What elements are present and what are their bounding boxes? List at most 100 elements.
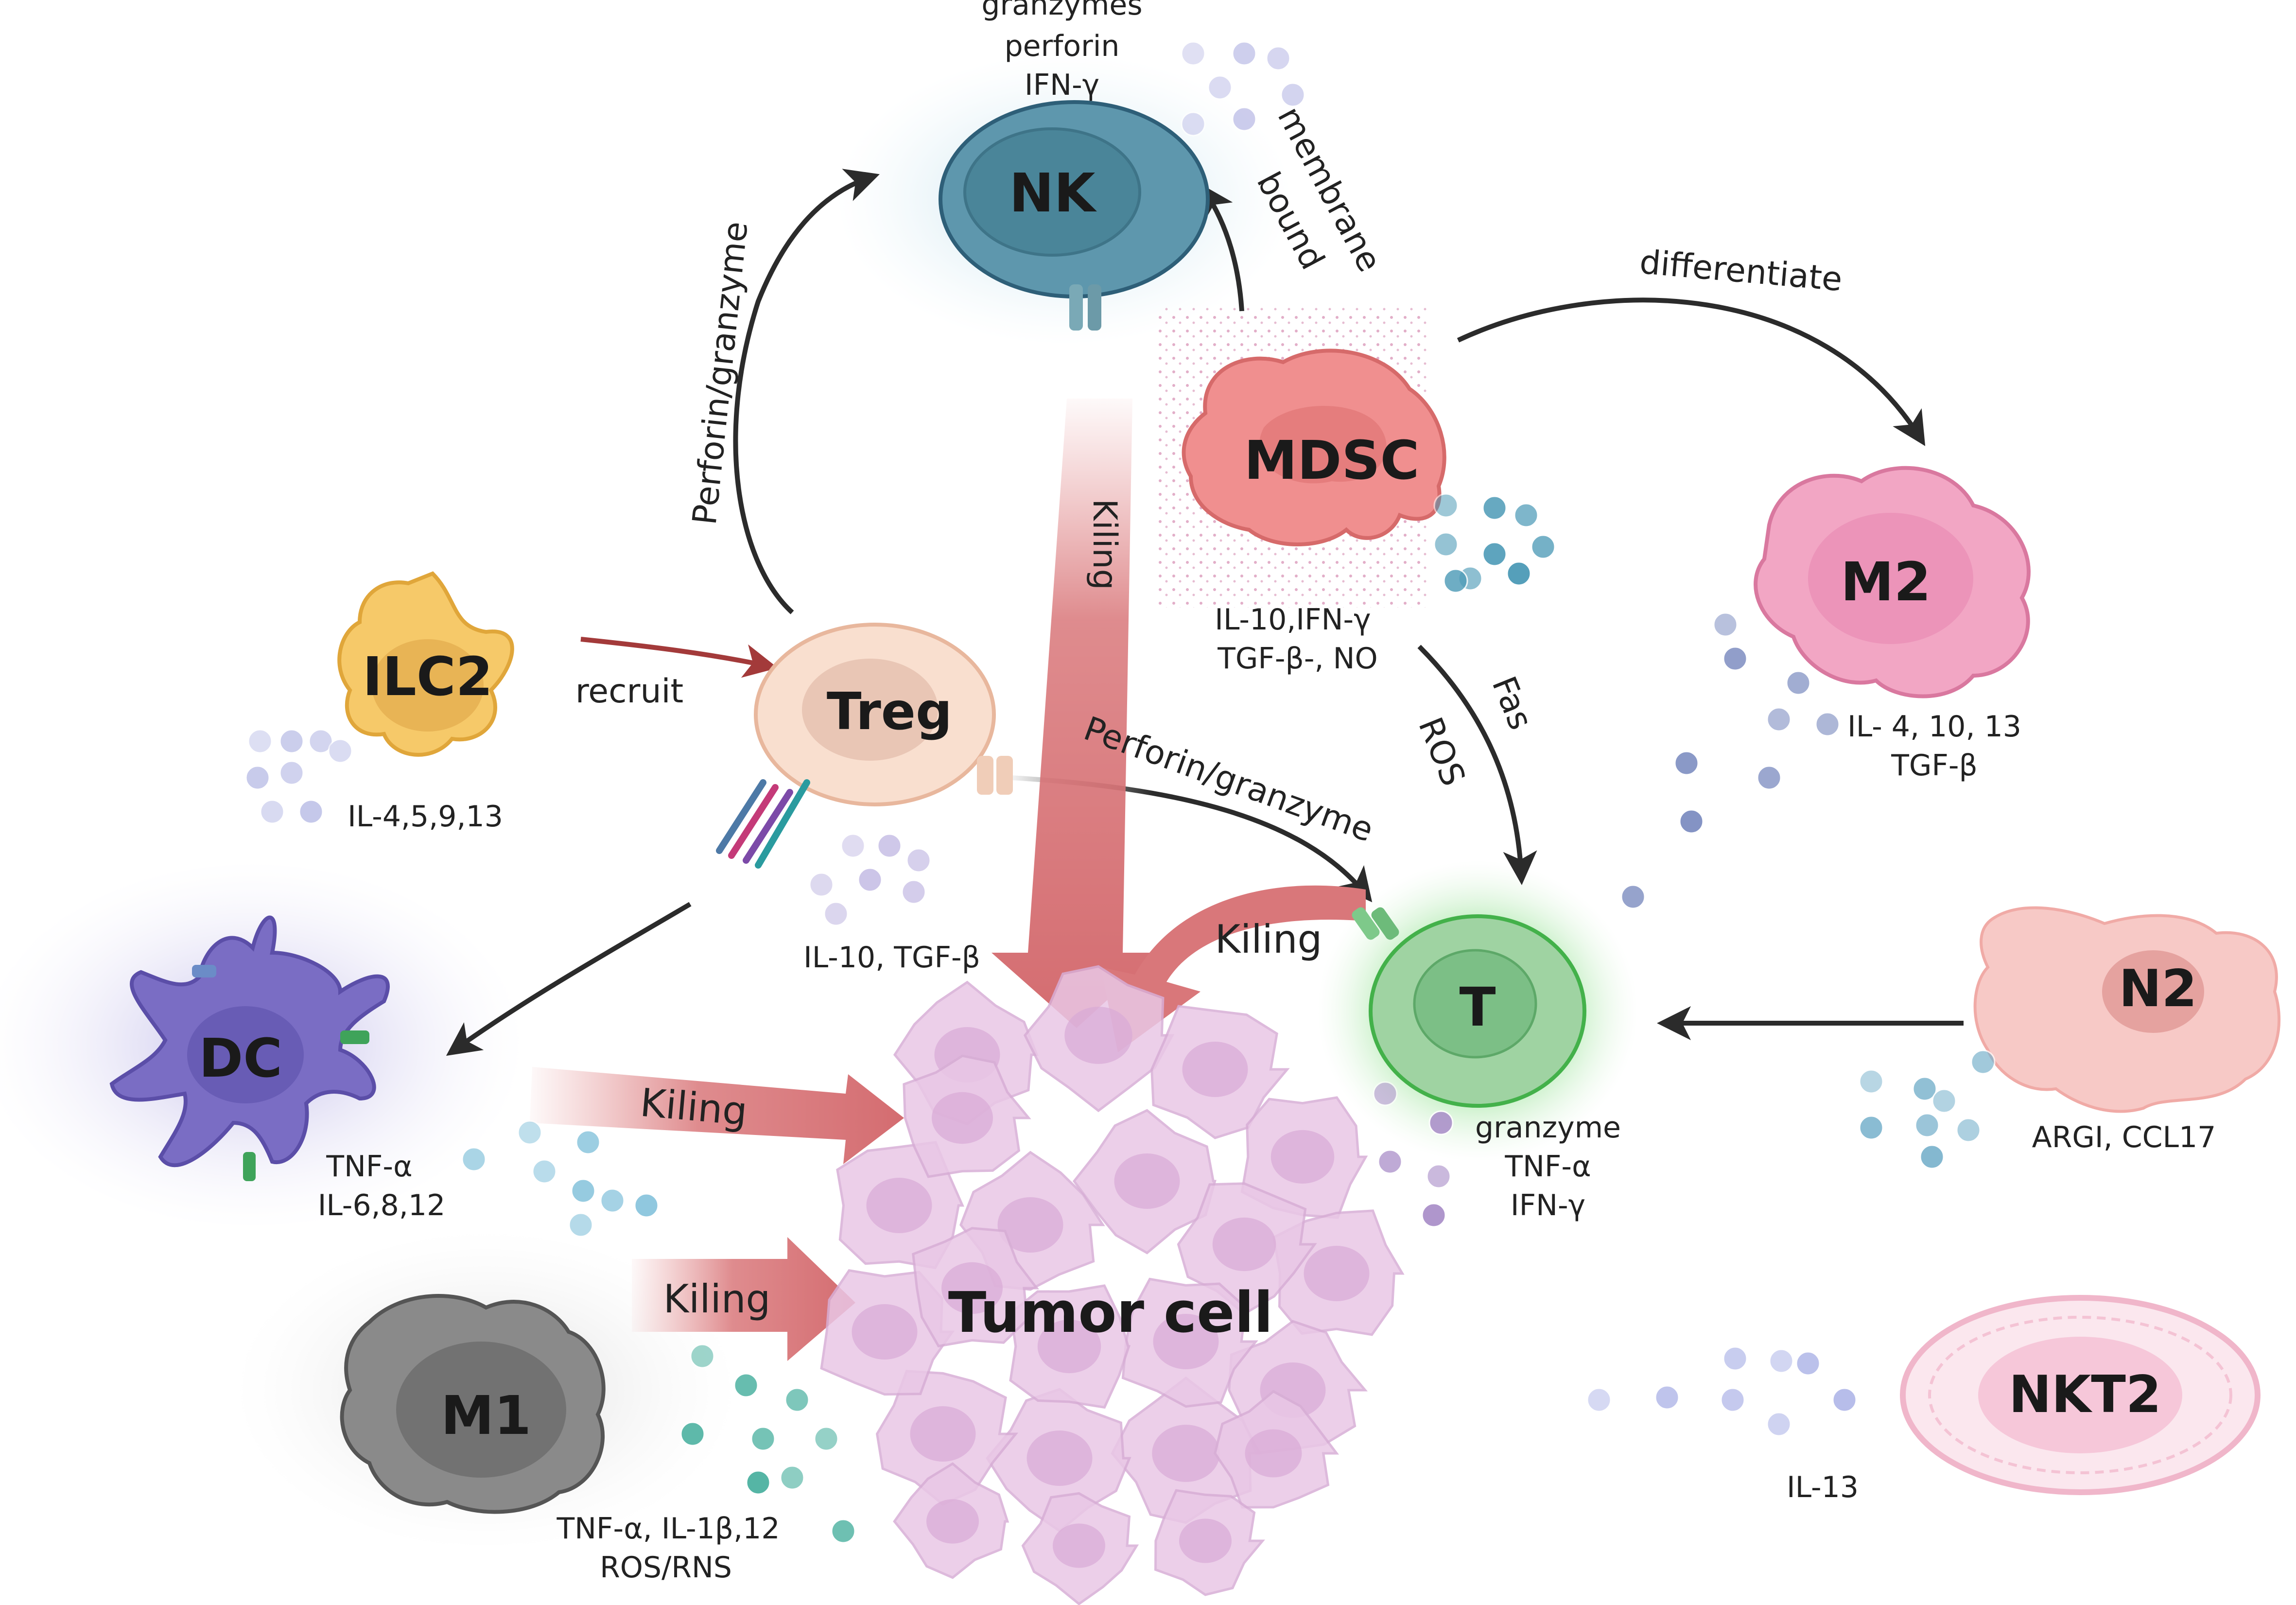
- cytokine-dot: [1232, 41, 1257, 66]
- ilc2-nucleus: [372, 639, 484, 732]
- nk-secretion-3: IFN-γ: [1025, 68, 1099, 102]
- cytokine-dot: [1433, 532, 1459, 557]
- tumor-cell-nucleus: [1270, 1130, 1335, 1184]
- cytokine-dot: [1531, 534, 1556, 559]
- nkt2-secretion: IL-13: [1787, 1470, 1859, 1504]
- tumor-cell-nucleus: [1153, 1314, 1219, 1369]
- label-treg: Treg: [827, 682, 952, 741]
- tumor-cell-nucleus: [1212, 1217, 1276, 1272]
- label-t: T: [1459, 976, 1496, 1038]
- cytokine-dot: [1266, 46, 1291, 71]
- cytokine-dot: [308, 729, 333, 754]
- cytokine-dot: [1232, 106, 1257, 132]
- label-m1: M1: [441, 1384, 531, 1447]
- arrow-treg-to-dc: [446, 902, 692, 1056]
- nk-cell: [939, 100, 1210, 331]
- edge-label-t-tumor: Kiling: [1215, 917, 1322, 962]
- t-receptor-icon-2: [1371, 907, 1399, 940]
- tumor-cell-nucleus: [1053, 1523, 1105, 1568]
- dc-secretion-1: TNF-α: [326, 1150, 412, 1184]
- cytokine-dot: [690, 1343, 715, 1369]
- cytokine-dot: [809, 872, 834, 897]
- kill-arrow-nk: [991, 399, 1159, 1028]
- cytokine-dot: [680, 1421, 705, 1447]
- edge-label-mdsc-t-ros: ROS: [1410, 712, 1472, 791]
- cytokine-dot: [1859, 1115, 1884, 1140]
- label-dc: DC: [199, 1027, 282, 1089]
- tumor-cell-nucleus: [926, 1499, 979, 1544]
- edge-label-mdsc-t-fas: Fas: [1484, 671, 1540, 735]
- cytokine-dot: [1443, 568, 1468, 593]
- tumor-cell-nucleus: [910, 1406, 976, 1462]
- arrow-mdsc-to-m2: [1457, 297, 1926, 446]
- cytokine-dot: [1722, 1346, 1748, 1371]
- cytokine-dot: [1769, 1348, 1794, 1374]
- tumor-cell-nucleus: [997, 1197, 1063, 1253]
- cytokine-dot: [1970, 1049, 1996, 1075]
- cytokine-dot: [733, 1373, 759, 1398]
- cytokine-dot: [1513, 503, 1539, 528]
- cytokine-dot: [517, 1120, 542, 1145]
- cytokine-dot: [532, 1159, 557, 1184]
- cytokine-dot: [1912, 1076, 1937, 1101]
- cytokine-dot: [877, 833, 902, 858]
- label-ilc2: ILC2: [363, 645, 493, 708]
- cytokine-dot: [840, 833, 866, 858]
- cytokine-dot: [784, 1387, 810, 1413]
- cytokine-dot: [1280, 82, 1305, 107]
- cytokine-dot: [1181, 41, 1206, 66]
- m1-nucleus: [396, 1342, 566, 1478]
- cytokine-dot: [1786, 670, 1811, 696]
- cytokine-dot: [814, 1426, 839, 1451]
- nkt2-ring: [1928, 1316, 2232, 1474]
- t-secretion-1: granzyme: [1475, 1111, 1621, 1145]
- tumor-cell-nucleus: [1064, 1007, 1132, 1064]
- dc-receptor-icon-3: [192, 965, 216, 977]
- cytokine-dot: [1859, 1069, 1884, 1094]
- cytokine-dot: [750, 1426, 776, 1451]
- cytokine-dot: [1207, 75, 1233, 100]
- cytokine-dot: [1795, 1351, 1821, 1376]
- tumor-cell-nucleus: [1037, 1319, 1101, 1374]
- arrow-ilc2-to-treg: [580, 637, 778, 678]
- edge-label-ilc2-treg: recruit: [575, 672, 683, 711]
- tumor-cell-nucleus: [1152, 1425, 1220, 1482]
- cytokine-dot: [901, 879, 926, 905]
- cytokine-dot: [1428, 1110, 1454, 1135]
- cytokine-dot: [1654, 1385, 1680, 1410]
- cytokine-dot: [831, 1518, 856, 1544]
- cytokine-dot: [1377, 1149, 1403, 1174]
- label-nkt2: NKT2: [2009, 1365, 2161, 1424]
- m2-nucleus: [1808, 513, 1973, 644]
- treg-receptors-icon: [716, 756, 1013, 869]
- edge-arrows: [446, 169, 1964, 1056]
- cytokine-dot: [1956, 1117, 1981, 1143]
- n2-secretion: ARGI, CCL17: [2032, 1120, 2216, 1154]
- cytokine-dot: [634, 1193, 659, 1218]
- cytokine-dot: [571, 1178, 596, 1204]
- cytokine-dot: [1482, 541, 1507, 567]
- edge-label-nk-tumor: Kiling: [1085, 499, 1124, 590]
- tumor-cell-nucleus: [866, 1178, 932, 1233]
- label-n2: N2: [2119, 959, 2197, 1018]
- mdsc-nucleus: [1259, 406, 1387, 484]
- cytokine-dot: [857, 867, 883, 892]
- mdsc-secretion-1: IL-10,IFN-γ: [1215, 603, 1371, 637]
- cytokine-dot: [1919, 1144, 1945, 1169]
- cytokine-dot: [1433, 493, 1459, 518]
- treg-secretion: IL-10, TGF-β: [803, 941, 980, 975]
- tumor-cluster: [820, 965, 1405, 1605]
- tumor-cell-nucleus: [852, 1304, 918, 1360]
- arrow-mdsc-to-nk: [1200, 183, 1244, 312]
- cytokine-dot: [1373, 1081, 1398, 1106]
- tumor-cell-nucleus: [1114, 1153, 1180, 1209]
- cytokine-dot: [1586, 1387, 1612, 1413]
- t-cell-nucleus: [1413, 949, 1537, 1059]
- cytokine-dot: [279, 729, 304, 754]
- cytokine-dot: [1674, 750, 1699, 776]
- nkt2-nucleus: [1978, 1337, 2182, 1453]
- n2-nucleus: [2102, 950, 2204, 1033]
- cytokine-dot: [298, 799, 324, 824]
- cytokine-dot: [568, 1212, 593, 1238]
